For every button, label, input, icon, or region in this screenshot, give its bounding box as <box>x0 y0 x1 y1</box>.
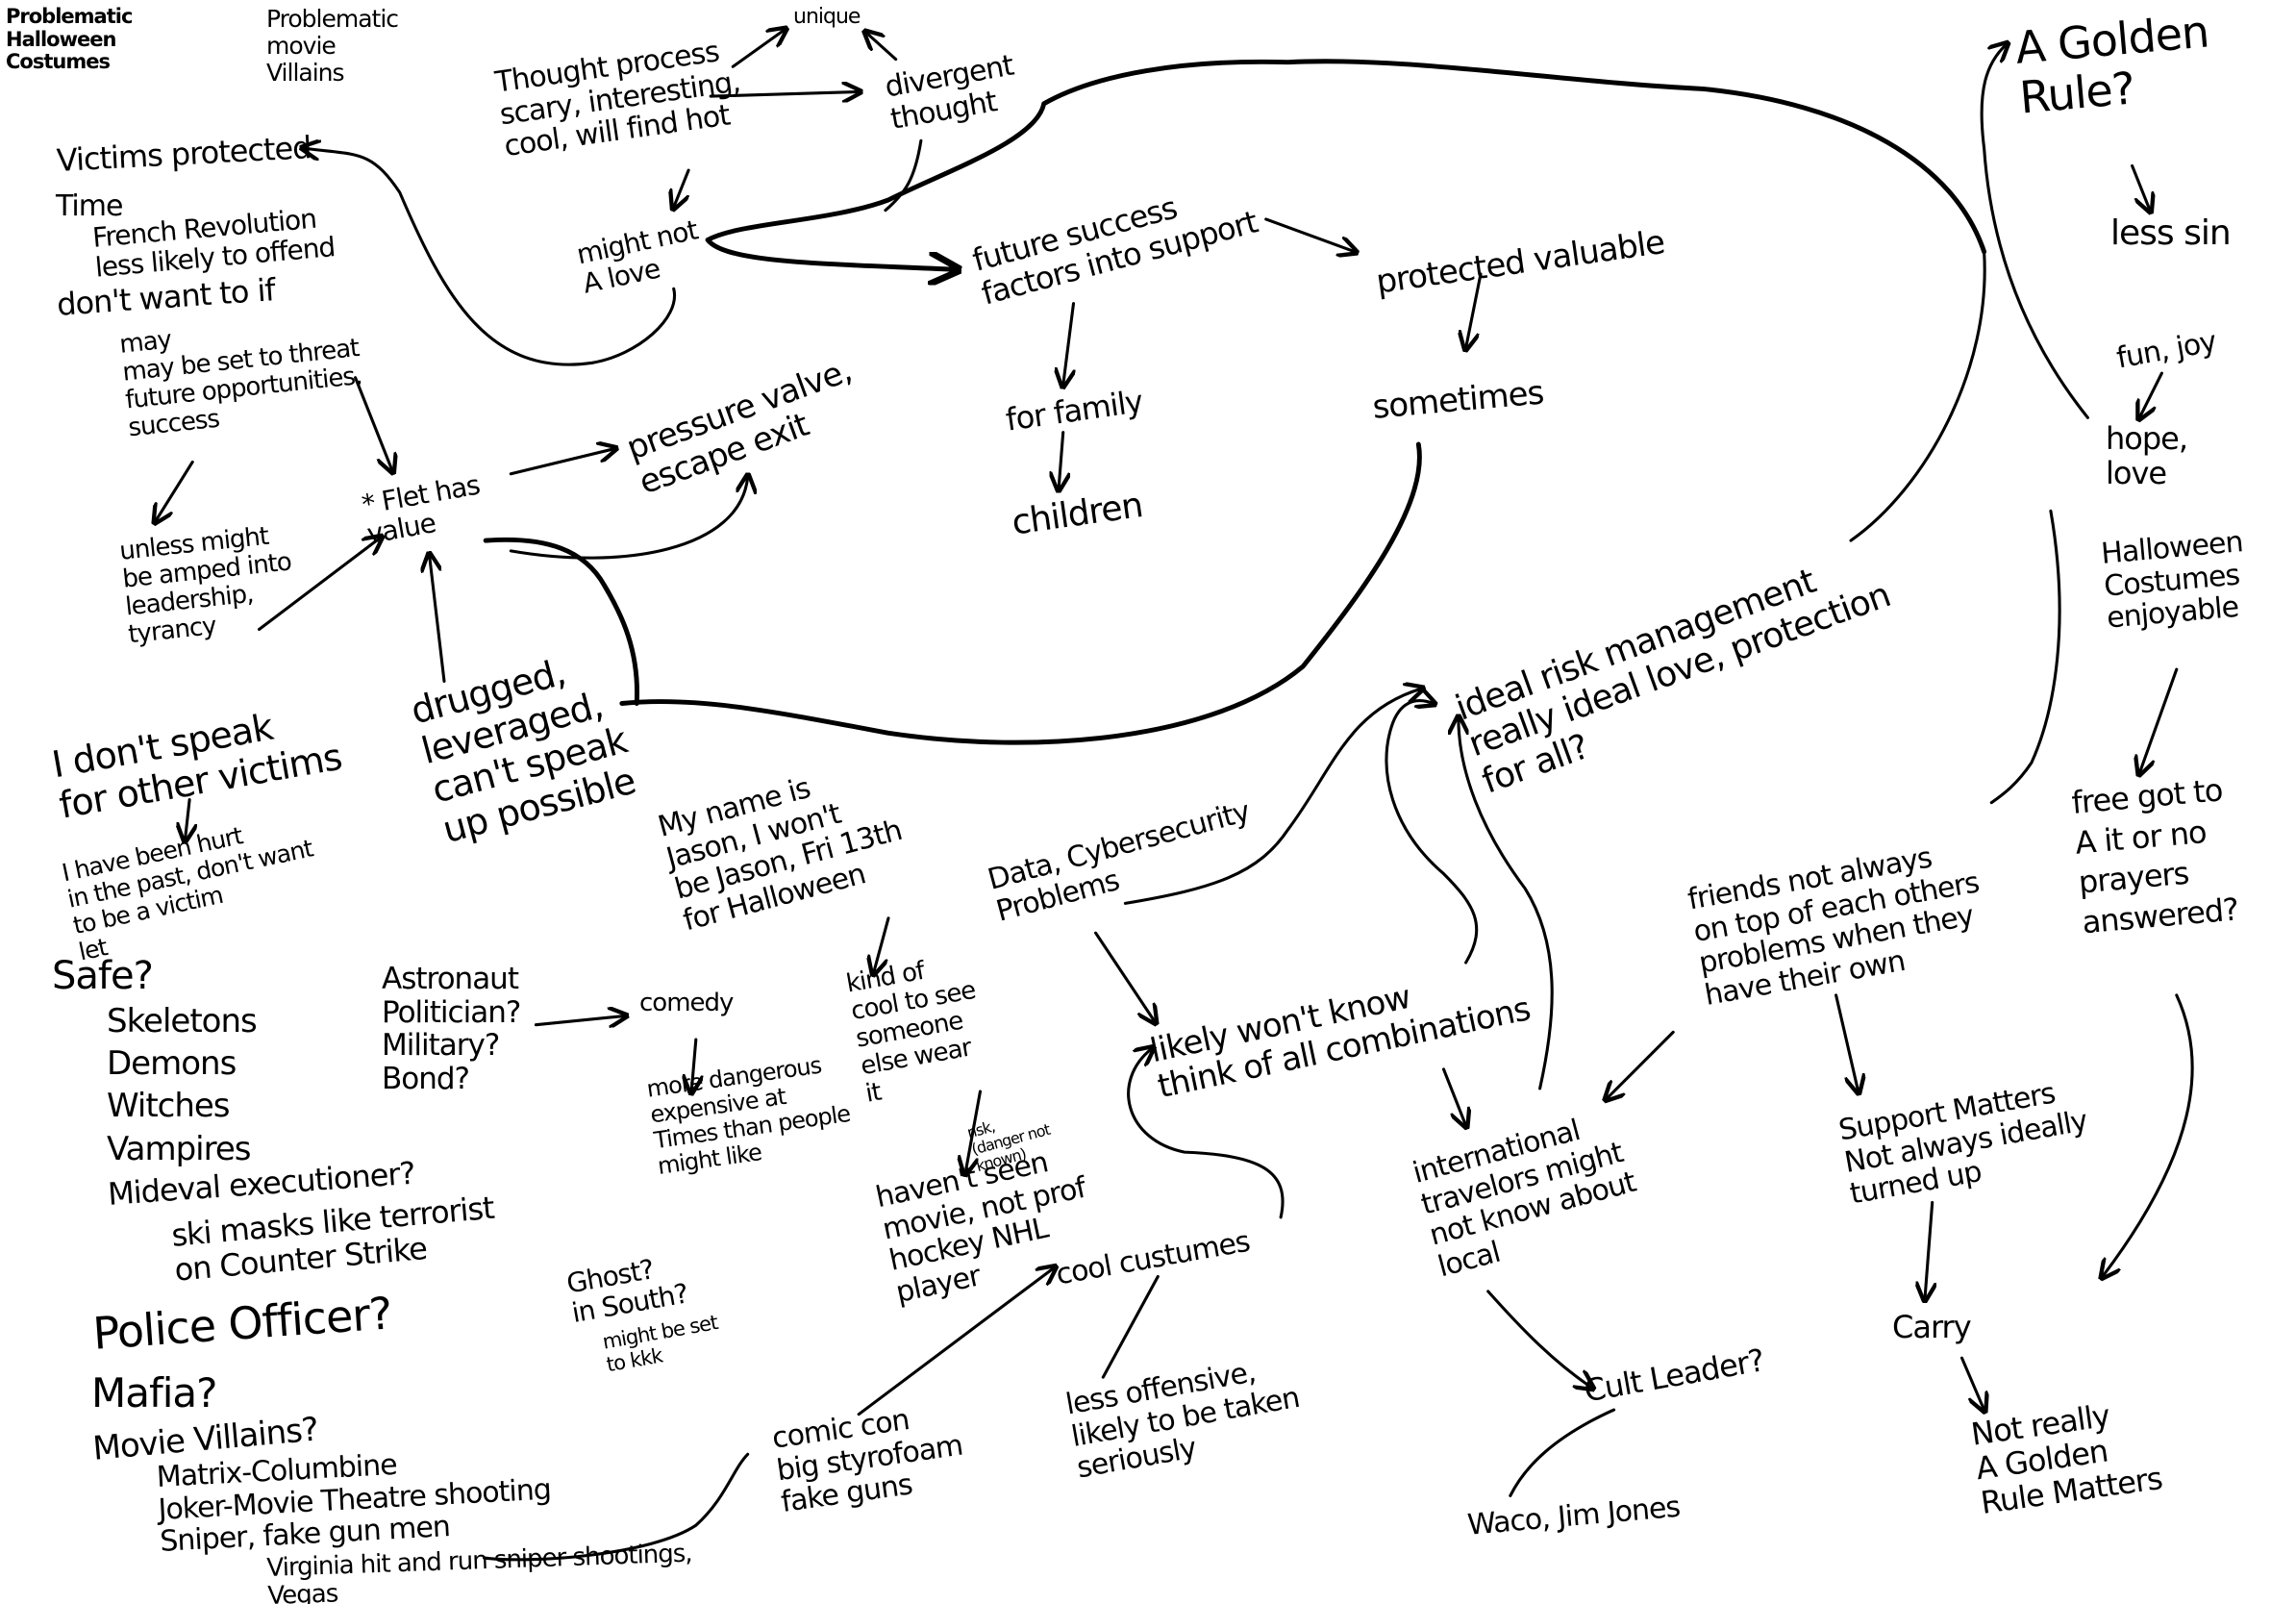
node-unique: unique <box>793 5 861 29</box>
node-free-got-to: free got to A it or no prayers answered? <box>2070 771 2240 941</box>
connector-thought-unique <box>731 30 785 68</box>
connector-support-carry <box>1925 1200 1933 1298</box>
connector-friends-international <box>1607 1030 1675 1098</box>
connector-likely-ideal <box>1385 701 1479 965</box>
connector-carry-notreally <box>1959 1356 1984 1410</box>
connector-may-value <box>354 376 393 471</box>
connector-divergent-unique <box>866 33 898 62</box>
connector-success-unless <box>156 460 194 521</box>
connector-protected-sometimes <box>1466 272 1483 348</box>
connector-golden-lesssin <box>2131 163 2150 210</box>
connector-fun-hope <box>2139 371 2163 417</box>
connector-divergent-loop <box>884 138 923 213</box>
title-problematic-villains: Problematic movie Villains <box>266 5 399 87</box>
connector-enjoyable-free <box>2139 667 2179 773</box>
connector-international-ideal <box>1459 718 1554 1090</box>
connector-speak-hurt <box>186 798 190 840</box>
node-mafia: Mafia? <box>91 1369 217 1416</box>
node-safe: Safe? <box>52 954 154 998</box>
connector-comic-cool <box>857 1267 1054 1416</box>
connector-kindof-havent <box>965 1090 983 1173</box>
node-astronaut: Astronaut Politician? Military? Bond? <box>382 962 521 1097</box>
node-comedy: comedy <box>639 989 734 1017</box>
connector-thick-top <box>705 59 1987 255</box>
connector-politician-comedy <box>534 1015 624 1024</box>
connector-answered-notreally <box>2103 993 2194 1277</box>
connector-jason-kindof <box>874 916 890 973</box>
node-less-sin: less sin <box>2110 213 2232 253</box>
connector-cool-likely <box>1127 1048 1285 1219</box>
connector-thought-might <box>674 168 690 208</box>
node-halloween-enjoyable: Halloween Costumes enjoyable <box>2099 525 2244 636</box>
connector-golden-side <box>1849 250 1986 542</box>
connector-thought-divergent <box>709 91 859 96</box>
node-safe-list: Skeletons Demons Witches Vampires <box>107 1002 258 1168</box>
node-golden-rule: A Golden Rule? <box>2012 5 2211 124</box>
node-carry: Carry <box>1892 1309 1972 1345</box>
connector-family-children <box>1059 431 1063 489</box>
connector-cult-waco <box>1509 1408 1616 1497</box>
connector-international-cult <box>1486 1290 1592 1388</box>
connector-tyranny-value <box>257 538 381 632</box>
connector-value-escape <box>509 477 747 560</box>
connector-data-likely <box>1094 931 1156 1021</box>
connector-value-loop <box>483 537 639 706</box>
connector-likely-international <box>1441 1067 1466 1126</box>
connector-future-family <box>1063 302 1074 386</box>
connector-value-pressure <box>509 449 614 476</box>
connector-sometimes-loop <box>619 441 1422 745</box>
connector-to-victims <box>304 148 677 366</box>
connector-might-to-future <box>705 238 955 269</box>
connector-future-protected <box>1264 217 1355 252</box>
connector-cool-lessoffensive <box>1101 1274 1160 1379</box>
connector-drugged-value <box>430 556 446 683</box>
node-kind-of-cool: kind of cool to see someone else wear it <box>843 956 978 1110</box>
node-villain-list: Matrix-Columbine Joker-Movie Theatre sho… <box>155 1447 552 1560</box>
title-problematic-costumes: Problematic Halloween Costumes <box>6 5 133 74</box>
connector-comedy-dangerous <box>691 1038 696 1091</box>
connector-friends-support <box>1834 993 1859 1091</box>
connector-data-ideal <box>1123 689 1421 905</box>
node-hope-love: hope, love <box>2106 420 2188 491</box>
connector-hope-golden <box>1980 44 2089 419</box>
connector-sniper-comic <box>483 1452 750 1562</box>
node-unless-might: unless might be amped into leadership, t… <box>117 521 293 650</box>
connector-golden-friends <box>1989 509 2061 805</box>
node-time: Time <box>56 189 123 223</box>
